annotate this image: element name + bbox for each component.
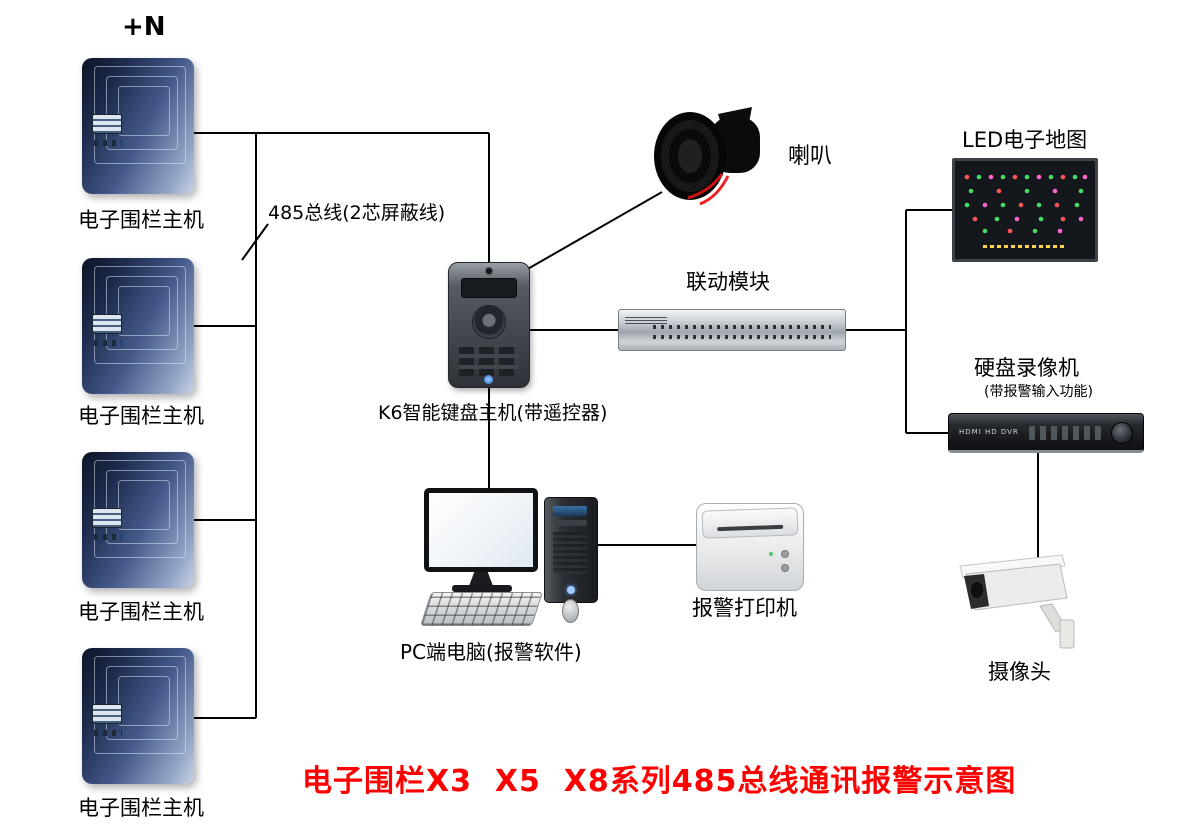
linkage-module-device (618, 309, 846, 351)
host-panel-layer (106, 666, 178, 740)
host-buttons (94, 534, 122, 540)
fence-host-device-2 (82, 258, 194, 394)
speaker-horn-center (678, 139, 702, 173)
pc-tower-bay (553, 520, 587, 526)
printer-status-led (769, 552, 773, 556)
fence-host-label-4: 电子围栏主机 (78, 796, 204, 820)
host-panel-layer (118, 286, 170, 336)
fence-host-label-1: 电子围栏主机 (78, 208, 204, 232)
k6-keypad-device (448, 262, 530, 388)
pc-monitor (424, 488, 538, 572)
speaker-wire-red (699, 175, 730, 206)
host-display (92, 114, 122, 134)
camera-icon (959, 554, 1075, 649)
speaker-label: 喇叭 (788, 144, 833, 169)
host-display (92, 314, 122, 334)
pc-mouse (562, 599, 579, 623)
k6-keys (459, 345, 519, 376)
k6-camera-dot (485, 267, 493, 275)
printer-label: 报警打印机 (692, 596, 797, 620)
bus-label: 485总线(2芯屏蔽线) (268, 202, 446, 224)
printer-device (696, 503, 804, 591)
pc-monitor-screen (429, 493, 533, 567)
host-panel-layer (118, 676, 170, 726)
printer-top-cover (701, 507, 799, 539)
fence-host-device-1 (82, 58, 194, 194)
k6-dpad (472, 305, 506, 339)
host-display (92, 704, 122, 724)
k6-logo (484, 375, 493, 384)
fence-host-label-2: 电子围栏主机 (78, 404, 204, 428)
printer-button (781, 550, 789, 558)
dvr-label: 硬盘录像机 (974, 356, 1079, 380)
dvr-panel-text: HDMI HD DVR (959, 428, 1019, 436)
host-panel-layer (118, 86, 170, 136)
pc-tower-vent (553, 532, 587, 574)
pc-tower-bay (553, 506, 587, 516)
host-panel-layer (118, 480, 170, 530)
speaker-icon (654, 107, 760, 206)
k6-screen (461, 278, 517, 298)
dvr-knob (1111, 422, 1133, 444)
linkage-terminal-row (653, 335, 831, 339)
pc-monitor-base (452, 585, 512, 592)
host-buttons (94, 730, 122, 736)
pc-monitor-stand (469, 572, 493, 586)
host-count-label: +N (122, 12, 166, 42)
pc-tower (544, 497, 598, 603)
fence-host-device-3 (82, 452, 194, 588)
fence-host-label-3: 电子围栏主机 (78, 600, 204, 624)
dvr-buttons (1029, 426, 1101, 440)
printer-button (781, 564, 789, 572)
host-panel-layer (106, 76, 178, 150)
camera-mount (1059, 619, 1075, 649)
host-panel-layer (106, 470, 178, 544)
dvr-sublabel: (带报警输入功能) (984, 384, 1093, 400)
fence-host-device-4 (82, 648, 194, 784)
speaker-wire-red (687, 173, 724, 200)
host-buttons (94, 140, 122, 146)
host-panel-layer (106, 276, 178, 350)
diagram-title: 电子围栏X3 X5 X8系列485总线通讯报警示意图 (302, 764, 1017, 799)
camera-lens (969, 580, 985, 600)
k6-label: K6智能键盘主机(带遥控器) (378, 402, 608, 424)
led-map-dots (964, 174, 1088, 248)
host-display (92, 508, 122, 528)
led-map-label: LED电子地图 (962, 128, 1088, 152)
linkage-terminal-row (653, 325, 831, 329)
pc-power-led (567, 586, 575, 594)
camera-label: 摄像头 (988, 660, 1051, 684)
linkage-nameplate (625, 315, 667, 324)
dvr-device: HDMI HD DVR (948, 413, 1144, 453)
pc-label: PC端电脑(报警软件) (400, 640, 582, 664)
linkage-label: 联动模块 (686, 270, 770, 294)
pc-keyboard (420, 592, 544, 626)
wire-bus-leader (241, 223, 269, 261)
printer-paper-slot (717, 524, 784, 532)
led-map-device (952, 158, 1098, 262)
host-buttons (94, 340, 122, 346)
